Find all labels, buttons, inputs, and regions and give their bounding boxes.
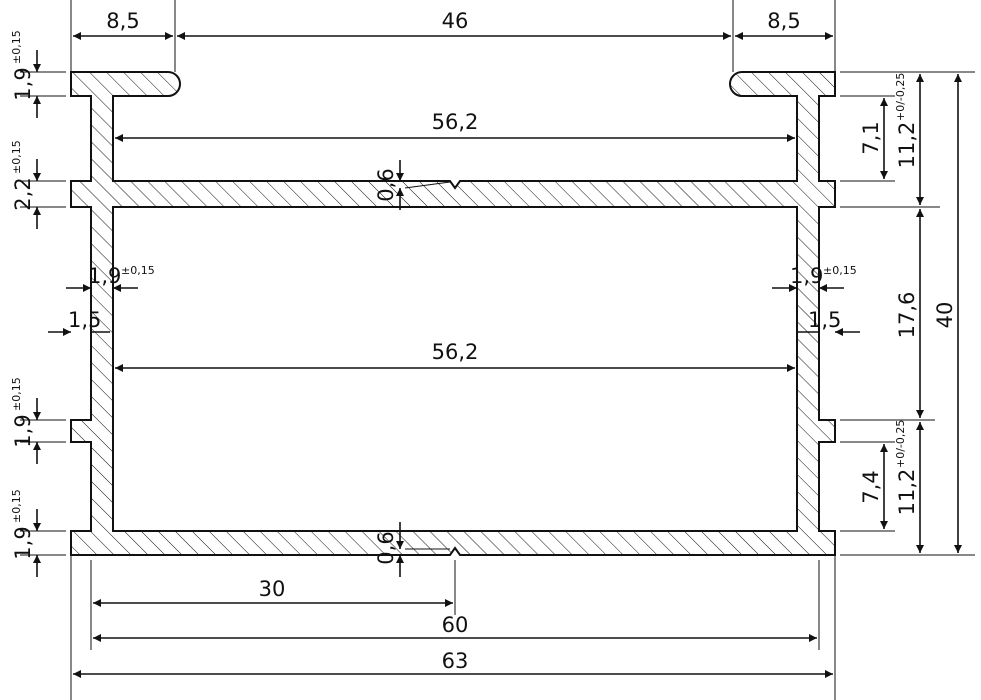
dim-inner-width-lower: 56,2 xyxy=(432,340,479,364)
dim-upper-slot-height: 7,1 xyxy=(859,121,883,154)
dim-bottom-notch-depth: 0,6 xyxy=(374,531,398,564)
dim-lower-tab-thickness: 1,9 xyxy=(11,414,35,447)
dim-upper-section-height: 11,2 xyxy=(895,122,919,169)
label-upper-section: 11,2 +0/-0,25 xyxy=(894,73,919,169)
tol-bottom-thickness: ±0,15 xyxy=(10,489,23,523)
label-middle-height: 17,6 xyxy=(895,292,919,339)
dim-flange-thickness: 1,9 xyxy=(11,67,35,100)
dim-lower-section-height: 11,2 xyxy=(895,469,919,516)
dim-inner-width-upper: 56,2 xyxy=(432,110,479,134)
aluminium-profile-section xyxy=(70,71,836,556)
horizontal-dimensions xyxy=(48,32,860,678)
label-lower-section: 11,2 +0/-0,25 xyxy=(894,420,919,516)
dim-half-width: 30 xyxy=(259,577,286,601)
label-lower-slot: 7,4 xyxy=(859,470,883,503)
label-lower-tab-thickness: 1,9 ±0,15 xyxy=(10,377,35,447)
dim-top-right-flange: 8,5 xyxy=(767,9,800,33)
vertical-dimensions xyxy=(33,50,962,577)
tol-flange-thickness: ±0,15 xyxy=(10,30,23,64)
dim-right-wall-thickness: 1,9 xyxy=(790,264,823,288)
dim-wall-outer-width: 60 xyxy=(442,613,469,637)
dim-shelf-thickness: 2,2 xyxy=(11,177,35,210)
dim-total-width: 63 xyxy=(442,649,469,673)
dim-middle-height: 17,6 xyxy=(895,292,919,339)
tol-right-wall-thickness: ±0,15 xyxy=(823,264,857,277)
label-total-height: 40 xyxy=(933,302,957,329)
dim-right-tab-width: 1,5 xyxy=(808,308,841,332)
label-top-notch: 0,6 xyxy=(374,168,398,201)
dim-left-tab-width: 1,5 xyxy=(68,308,101,332)
label-upper-slot: 7,1 xyxy=(859,121,883,154)
tol-shelf-thickness: ±0,15 xyxy=(10,140,23,174)
extension-lines xyxy=(20,0,975,700)
dim-top-opening: 46 xyxy=(442,9,469,33)
label-flange-thickness: 1,9 ±0,15 xyxy=(10,30,35,100)
label-shelf-thickness: 2,2 ±0,15 xyxy=(10,140,35,210)
label-bottom-thickness: 1,9 ±0,15 xyxy=(10,489,35,559)
dim-bottom-thickness: 1,9 xyxy=(11,526,35,559)
label-bottom-notch: 0,6 xyxy=(374,531,398,564)
dim-lower-slot-height: 7,4 xyxy=(859,470,883,503)
tol-left-wall-thickness: ±0,15 xyxy=(121,264,155,277)
dim-left-wall-thickness: 1,9 xyxy=(88,264,121,288)
tol-upper-section: +0/-0,25 xyxy=(894,73,907,121)
tol-lower-tab-thickness: ±0,15 xyxy=(10,377,23,411)
dim-total-height: 40 xyxy=(933,302,957,329)
tol-lower-section: +0/-0,25 xyxy=(894,420,907,468)
dim-top-left-flange: 8,5 xyxy=(106,9,139,33)
dim-top-notch-depth: 0,6 xyxy=(374,168,398,201)
